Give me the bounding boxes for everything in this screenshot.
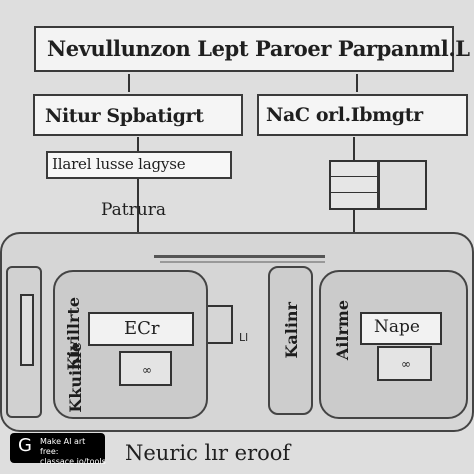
right-module-subbox [377,346,432,381]
bottom-caption: Neuric lır eroof [125,441,291,465]
stack-side-line [378,160,380,210]
left-inner-slot [20,294,34,366]
small-label-box [46,151,232,179]
upper-bar-1 [154,255,325,258]
mid-connector-top [208,305,232,307]
left-panel-side-text: Kkuinle [66,342,85,413]
mid-connector-bottom [208,342,232,344]
left-module-marker: ∞ [142,363,152,377]
logo-icon: G [18,435,32,456]
left-process-box [33,94,243,136]
left-module-subbox [119,351,172,386]
right-narrow-panel [268,266,313,415]
center-label: Patrura [101,200,166,220]
right-process-box [257,94,468,136]
connector-title-right [356,74,358,92]
connector-title-left [128,74,130,92]
small-label-text: Ilarel lusse lagyse [52,155,186,173]
stack-bottom-line [329,208,427,210]
stack-top [329,160,379,177]
right-side-text: Kalinr [282,302,301,359]
right-module-marker: ∞ [401,357,411,371]
right-module-label: Nape [374,317,420,337]
title-box [34,26,454,72]
connector-left-vertical [137,137,139,260]
stack-middle [329,176,379,193]
watermark-badge: G Make AI art free: classace.io/tools [10,433,106,466]
upper-bar-2 [160,261,325,263]
watermark-line-1: Make AI art free: [40,437,86,456]
middle-small-text: Ll [239,331,249,344]
left-process-label: Nitur Spbatigrt [45,105,204,127]
mid-connector-right [231,305,233,344]
left-module-label: ECr [124,318,160,339]
left-module-box [88,312,194,346]
watermark-line-2: classace.io/tools [40,457,106,466]
right-panel-side-text: Ailrme [333,300,352,361]
stack-top-line [329,160,427,162]
title-text: Nevullunzon Lept Paroer Parpanml.L [47,36,470,61]
right-process-label: NaC orl.Ibmgtr [266,104,423,126]
right-module-box [360,312,442,345]
stack-right-line [425,160,427,210]
